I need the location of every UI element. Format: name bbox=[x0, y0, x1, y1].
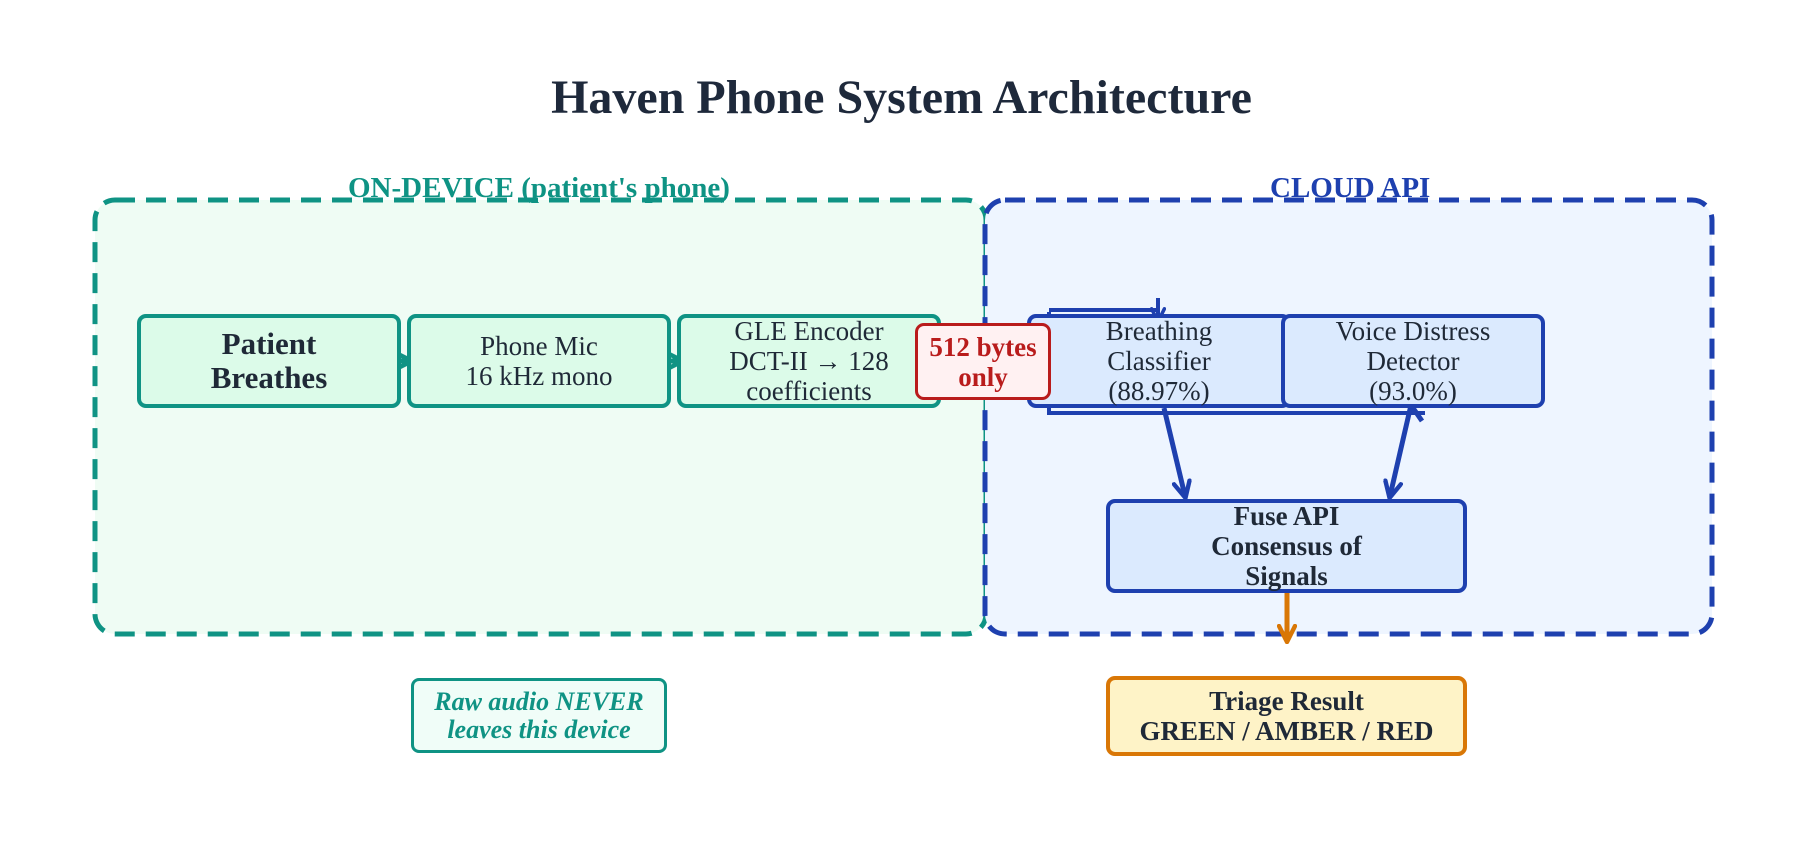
voice-distress-detector-node: Voice Distress Detector (93.0%) bbox=[1281, 314, 1545, 408]
diagram-title: Haven Phone System Architecture bbox=[551, 71, 1252, 124]
voice-node-line-3: (93.0%) bbox=[1369, 376, 1457, 406]
voice-node-line-2: Detector bbox=[1366, 346, 1460, 376]
triage-node-line-1: Triage Result bbox=[1209, 686, 1364, 716]
arrow-voice-to-fuse bbox=[1390, 404, 1414, 496]
gle-encoder-node: GLE Encoder DCT-II → 128 coefficients bbox=[677, 314, 941, 408]
encoder-node-line-1: GLE Encoder bbox=[734, 316, 884, 346]
mic-node-line-1: Phone Mic bbox=[480, 331, 598, 361]
breathing-node-line-1: Breathing bbox=[1105, 316, 1213, 346]
privacy-note-line-1: Raw audio NEVER bbox=[434, 686, 644, 716]
triage-result-node: Triage Result GREEN / AMBER / RED bbox=[1106, 676, 1467, 756]
fuse-node-line-2: Consensus of bbox=[1211, 531, 1362, 561]
payload-line-2: only bbox=[958, 361, 1008, 392]
on-device-region bbox=[92, 197, 989, 637]
breathing-classifier-node: Breathing Classifier (88.97%) bbox=[1027, 314, 1291, 408]
breathing-node-line-3: (88.97%) bbox=[1108, 376, 1210, 406]
fuse-node-line-1: Fuse API bbox=[1233, 501, 1340, 531]
encoder-node-line-3: coefficients bbox=[746, 376, 872, 406]
voice-node-line-1: Voice Distress bbox=[1335, 316, 1491, 346]
payload-line-1: 512 bytes bbox=[929, 331, 1037, 362]
breathing-node-line-2: Classifier bbox=[1107, 346, 1211, 376]
fuse-node-line-3: Signals bbox=[1245, 561, 1328, 591]
privacy-note: Raw audio NEVER leaves this device bbox=[411, 678, 667, 753]
phone-mic-node: Phone Mic 16 kHz mono bbox=[407, 314, 671, 408]
payload-size-badge: 512 bytes only bbox=[915, 323, 1051, 400]
mic-node-line-2: 16 kHz mono bbox=[465, 361, 613, 391]
patient-breathes-node: Patient Breathes bbox=[137, 314, 401, 408]
encoder-node-line-2: DCT-II → 128 bbox=[729, 346, 889, 376]
patient-node-line-2: Breathes bbox=[210, 360, 328, 395]
patient-node-line-1: Patient bbox=[221, 326, 317, 361]
on-device-region-label: ON-DEVICE (patient's phone) bbox=[348, 172, 730, 204]
cloud-region-label: CLOUD API bbox=[1270, 172, 1431, 204]
triage-node-line-2: GREEN / AMBER / RED bbox=[1139, 716, 1434, 746]
fuse-api-node: Fuse API Consensus of Signals bbox=[1106, 499, 1467, 593]
privacy-note-line-2: leaves this device bbox=[447, 714, 631, 744]
arrow-breathing-to-fuse bbox=[1161, 407, 1185, 496]
